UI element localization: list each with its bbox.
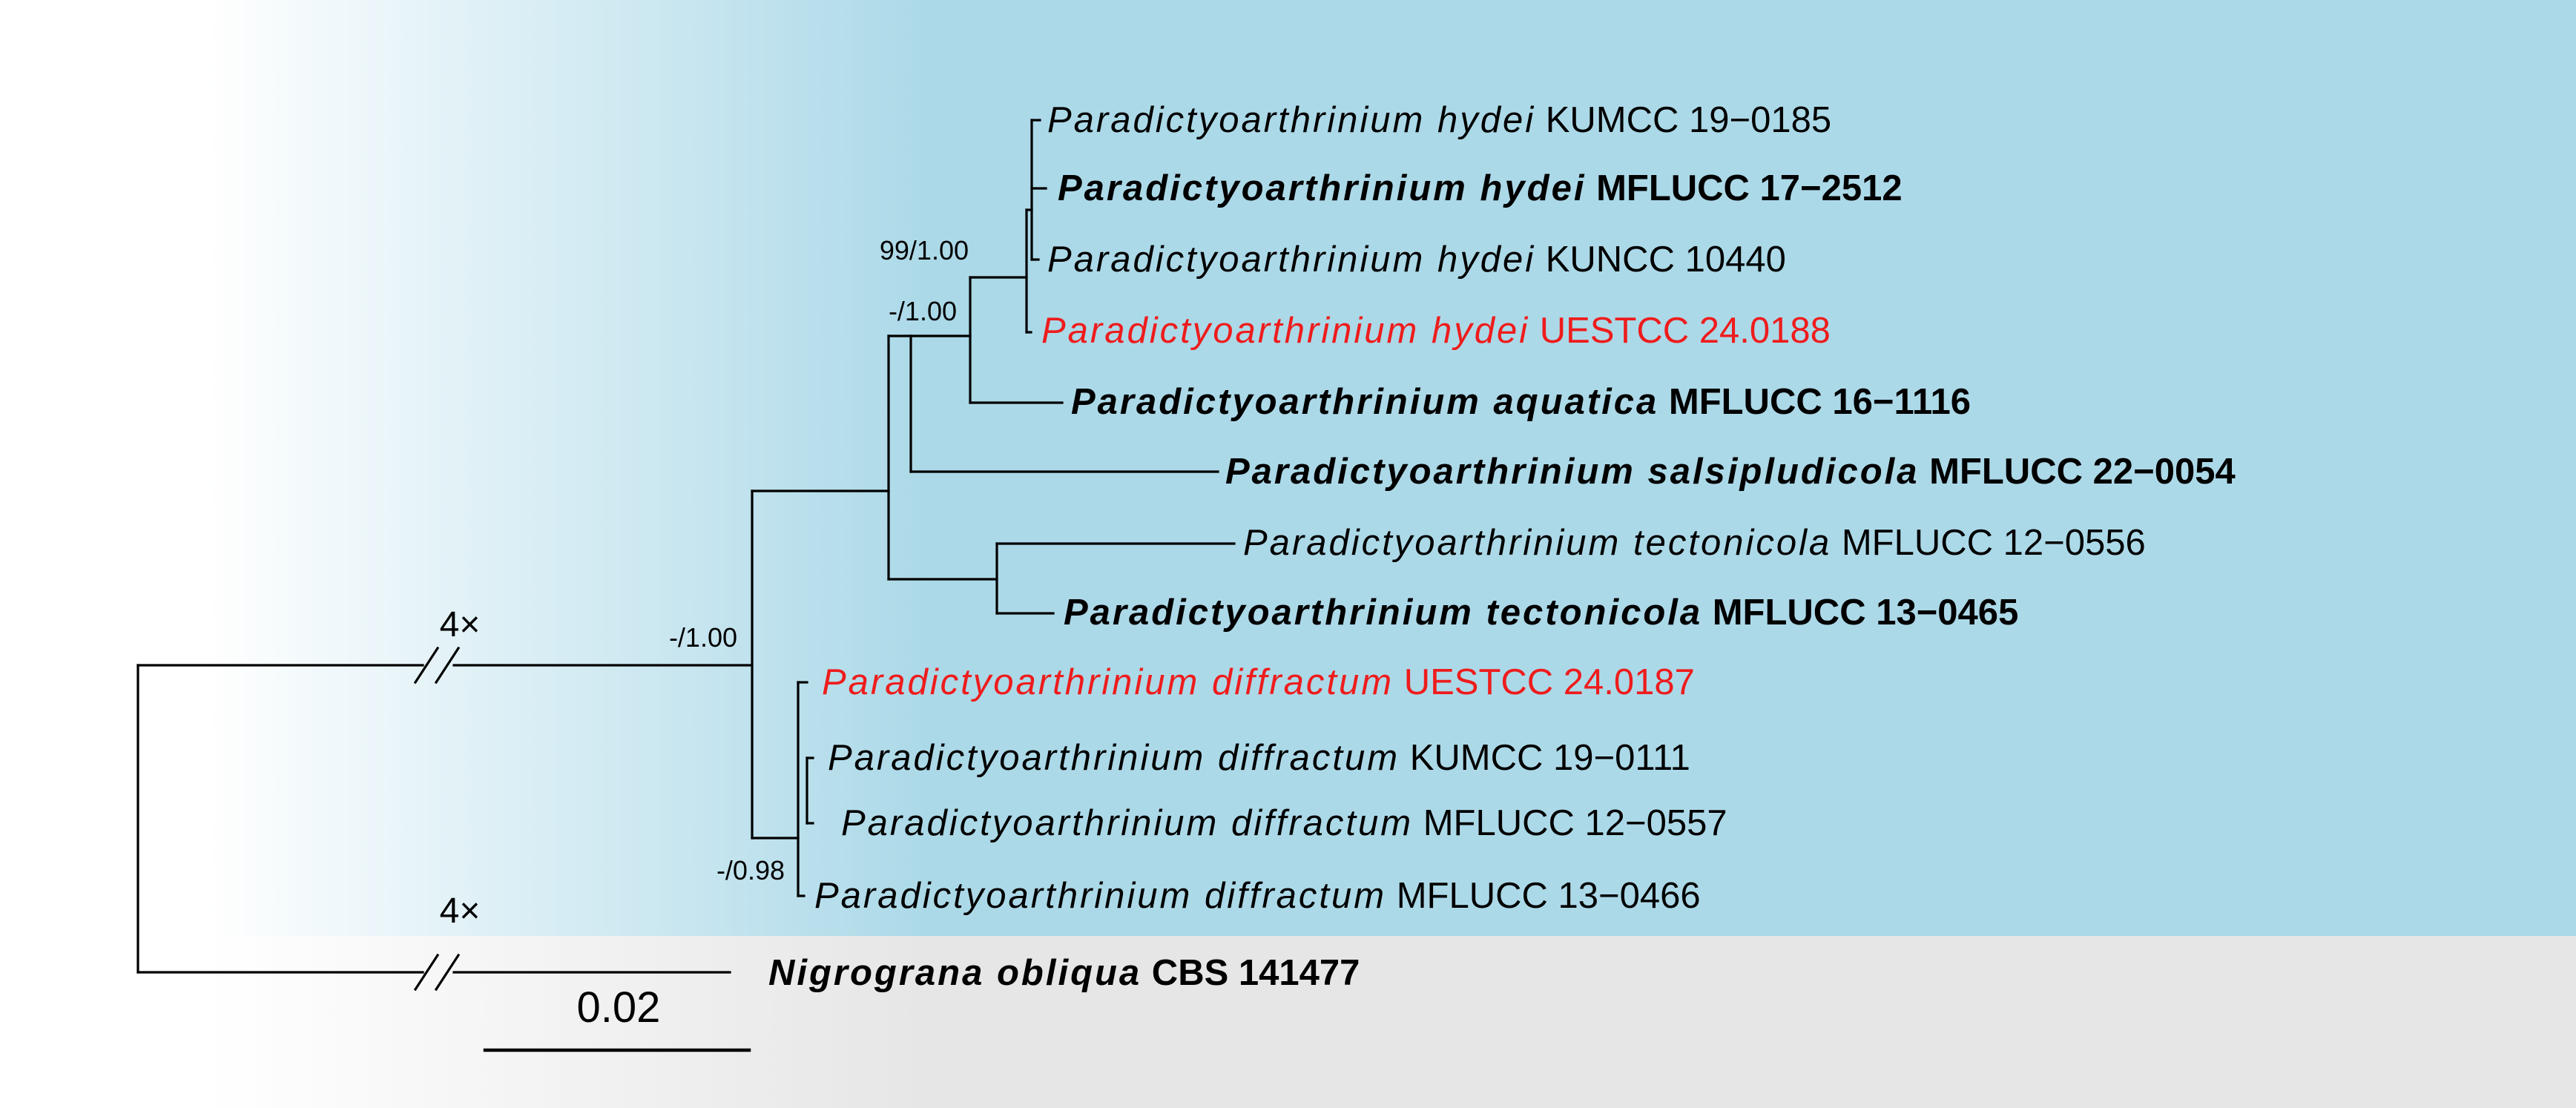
strain-number: MFLUCC 22−0054 xyxy=(1920,452,2236,492)
branch-break-marks: 4× 4× xyxy=(413,605,481,992)
taxon-name: Paradictyoarthrinium hydei xyxy=(1058,168,1586,208)
strain-number: MFLUCC 13−0466 xyxy=(1386,876,1701,916)
taxon-label: Paradictyoarthrinium hydei UESTCC 24.018… xyxy=(1041,311,1831,351)
tree-branches xyxy=(136,119,1236,974)
strain-number: MFLUCC 17−2512 xyxy=(1586,168,1902,208)
taxon-label: Paradictyoarthrinium salsipludicola MFLU… xyxy=(1225,452,2236,492)
taxon-label: Nigrograna obliqua CBS 141477 xyxy=(768,953,1360,993)
branch-break-label-ingroup: 4× xyxy=(440,605,481,644)
taxon-label: Paradictyoarthrinium diffractum MFLUCC 1… xyxy=(814,876,1701,916)
taxon-name: Paradictyoarthrinium tectonicola xyxy=(1243,523,1831,563)
taxon-label: Paradictyoarthrinium hydei KUMCC 19−0185 xyxy=(1047,100,1831,140)
support-value-ingroup: -/1.00 xyxy=(669,622,737,653)
taxon-label: Paradictyoarthrinium hydei KUNCC 10440 xyxy=(1047,240,1786,280)
strain-number: MFLUCC 13−0465 xyxy=(1702,593,2018,633)
strain-number: MFLUCC 16−1116 xyxy=(1658,382,1971,422)
scale-bar: 0.02 xyxy=(483,983,751,1052)
strain-number: CBS 141477 xyxy=(1142,953,1360,993)
taxon-name: Paradictyoarthrinium aquatica xyxy=(1071,382,1658,422)
taxon-name: Nigrograna obliqua xyxy=(768,953,1142,993)
support-value-hydei-aquatica: -/1.00 xyxy=(889,296,957,326)
strain-number: KUNCC 10440 xyxy=(1535,240,1786,280)
taxon-name: Paradictyoarthrinium diffractum xyxy=(822,662,1394,702)
strain-number: UESTCC 24.0188 xyxy=(1529,311,1831,351)
taxon-name: Paradictyoarthrinium hydei xyxy=(1047,100,1535,140)
outgroup-highlight xyxy=(0,936,2576,1108)
strain-number: KUMCC 19−0185 xyxy=(1535,100,1831,140)
taxon-label: Paradictyoarthrinium tectonicola MFLUCC … xyxy=(1064,593,2018,633)
support-values: 99/1.00 -/1.00 -/1.00 -/0.98 xyxy=(669,235,969,886)
support-value-hydei: 99/1.00 xyxy=(880,235,969,266)
ingroup-highlight xyxy=(0,0,2576,936)
taxon-name: Paradictyoarthrinium tectonicola xyxy=(1064,593,1702,633)
taxon-label: Paradictyoarthrinium diffractum KUMCC 19… xyxy=(828,738,1690,778)
taxon-label: Paradictyoarthrinium diffractum UESTCC 2… xyxy=(822,662,1695,702)
taxon-name: Paradictyoarthrinium hydei xyxy=(1047,240,1535,280)
strain-number: MFLUCC 12−0556 xyxy=(1831,523,2146,563)
taxon-name: Paradictyoarthrinium diffractum xyxy=(828,738,1400,778)
strain-number: MFLUCC 12−0557 xyxy=(1413,803,1727,843)
scale-bar-label: 0.02 xyxy=(577,983,661,1032)
taxon-name: Paradictyoarthrinium salsipludicola xyxy=(1225,452,1920,492)
strain-number: UESTCC 24.0187 xyxy=(1394,662,1695,702)
taxon-label: Paradictyoarthrinium diffractum MFLUCC 1… xyxy=(841,803,1727,843)
support-value-diffractum: -/0.98 xyxy=(717,855,785,886)
taxon-name: Paradictyoarthrinium diffractum xyxy=(841,803,1413,843)
taxon-name: Paradictyoarthrinium hydei xyxy=(1041,311,1529,351)
taxon-labels: Paradictyoarthrinium hydei KUMCC 19−0185… xyxy=(768,100,2236,993)
taxon-label: Paradictyoarthrinium hydei MFLUCC 17−251… xyxy=(1058,168,1903,208)
taxon-name: Paradictyoarthrinium diffractum xyxy=(814,876,1386,916)
taxon-label: Paradictyoarthrinium tectonicola MFLUCC … xyxy=(1243,523,2146,563)
strain-number: KUMCC 19−0111 xyxy=(1400,738,1690,778)
taxon-label: Paradictyoarthrinium aquatica MFLUCC 16−… xyxy=(1071,382,1971,422)
branch-break-label-outgroup: 4× xyxy=(440,891,481,931)
